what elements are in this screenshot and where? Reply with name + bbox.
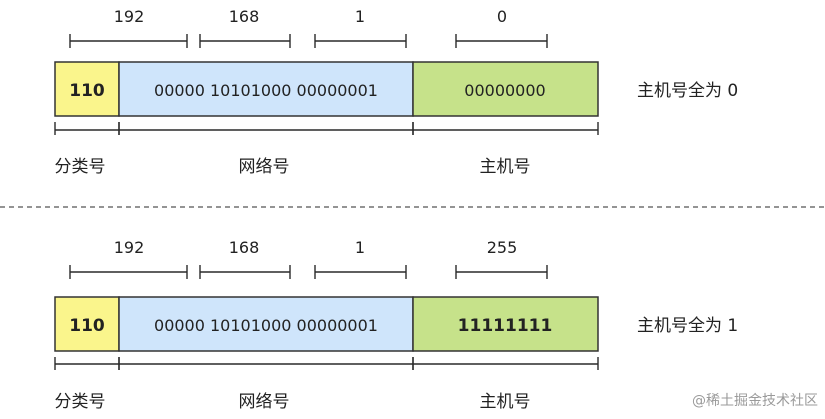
row-host-all-zero: 192 168 1 0 110 00000 10101000 00000001 … [54,7,738,177]
octet-3-value: 1 [355,238,365,257]
octet-4-value: 255 [487,238,518,257]
class-label: 分类号 [55,157,106,177]
octet-1-value: 192 [114,7,145,26]
network-label: 网络号 [239,157,290,177]
host-label: 主机号 [480,392,531,412]
octet-3-value: 1 [355,7,365,26]
class-bits-text: 110 [69,316,105,336]
octet-2-value: 168 [229,7,260,26]
host-bits-text: 00000000 [464,81,545,100]
octet-brackets [69,265,548,279]
class-bits-text: 110 [69,81,105,101]
network-bits-text: 00000 10101000 00000001 [154,316,378,335]
network-bits-box [118,61,414,117]
octet-1-value: 192 [114,238,145,257]
network-bits-box [118,296,414,352]
octet-4-value: 0 [497,7,507,26]
octet-brackets [69,34,548,48]
network-bits-text: 00000 10101000 00000001 [154,81,378,100]
class-bits-box [54,296,120,352]
host-label: 主机号 [480,157,531,177]
octet-2-value: 168 [229,238,260,257]
host-rule-note: 主机号全为 0 [637,81,738,101]
segment-brackets [54,122,599,135]
network-label: 网络号 [239,392,290,412]
host-bits-box [412,296,599,352]
class-bits-box [54,61,120,117]
segment-brackets [54,357,599,370]
host-bits-text: 11111111 [458,316,553,336]
class-label: 分类号 [55,392,106,412]
host-bits-box [412,61,599,117]
host-rule-note: 主机号全为 1 [637,316,738,336]
watermark: @稀土掘金技术社区 [692,393,818,409]
row-host-all-one: 192 168 1 255 110 00000 10101000 0000000… [54,238,738,412]
